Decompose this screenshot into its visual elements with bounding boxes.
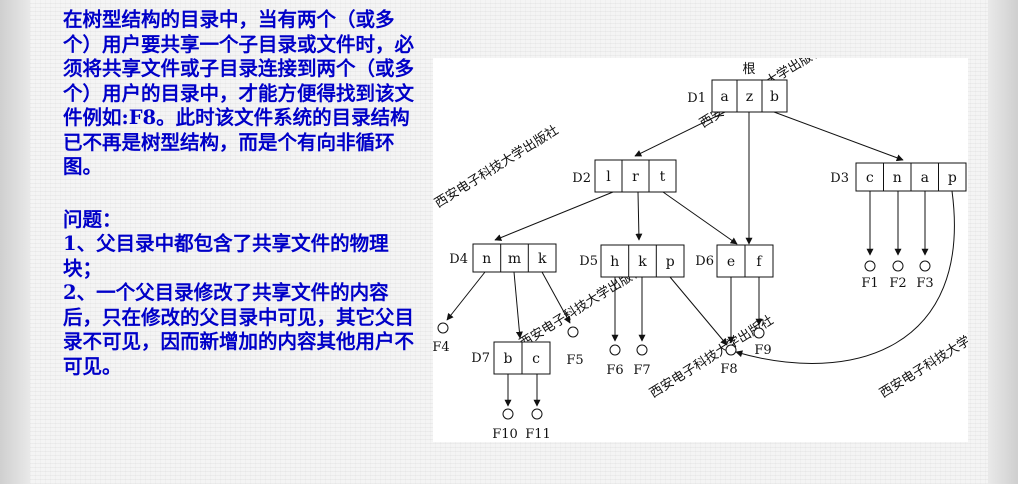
directory-d7: D7 b c [471,341,551,375]
directory-d1: D1 a z b [687,79,788,113]
file-label-f1: F1 [861,276,878,291]
directory-cell: m [508,251,521,267]
file-label-f3: F3 [916,276,933,291]
file-node-f7 [636,344,648,356]
edge-d1-d3 [773,111,904,162]
directory-cell: l [606,169,611,185]
directory-d2: D2 l r t [572,159,677,193]
edges [446,111,955,407]
edge-d3-f8 [735,190,955,364]
edge-d2-d6 [662,191,738,245]
edge-d1-d2 [634,111,726,157]
directory-d3: D3 c n a p [830,162,967,192]
directory-cell: n [482,251,491,267]
file-label-f5: F5 [566,353,583,368]
directory-cell: k [538,251,547,267]
directory-cell: c [866,170,874,186]
file-label-f4: F4 [433,340,450,355]
file-node-f8 [725,344,737,356]
directory-cell: p [948,170,957,186]
directory-d6: D6 e f [695,244,774,278]
directory-graph: 西安电子科技大学出版社 西安电子科技大学出版社 西安电子科技大学出版社 西安电子… [433,58,968,442]
directory-cell: f [756,254,763,270]
right-frame [988,0,1018,484]
file-node-f11 [531,408,543,420]
directory-cell: e [727,254,735,270]
file-node-f10 [502,408,514,420]
root-label: 根 [742,62,755,77]
directory-name: D3 [830,171,849,186]
directory-cell: b [504,351,513,367]
directory-cell: c [532,351,540,367]
directory-cell: p [666,254,675,270]
file-node-f6 [609,344,621,356]
directory-d4: D4 n m k [449,243,557,273]
edge-d4-d7 [513,271,523,339]
directory-cell: r [632,169,639,185]
file-label-f2: F2 [889,276,906,291]
file-label-f10: F10 [492,427,518,442]
directory-cell: k [638,254,647,270]
edge-d5-f8 [669,276,728,346]
intro-paragraph: 在树型结构的目录中，当有两个（或多个）用户要共享一个子目录或文件时，必须将共享文… [63,8,415,178]
file-node-f2 [892,260,904,272]
question-2: 2、一个父目录修改了共享文件的内容后，只在修改的父目录中可见，其它父目录不可见，… [63,281,415,378]
file-label-f6: F6 [606,363,623,378]
file-label-f7: F7 [633,363,650,378]
directory-name: D1 [687,91,706,106]
watermark-5: 西安电子科技大学出版社 [877,312,968,401]
directory-cell: a [921,170,929,186]
file-label-f8: F8 [720,362,737,377]
directory-name: D6 [695,254,714,269]
edge-d2-d5 [635,191,643,241]
edge-d4-f5 [541,271,571,324]
directory-cell: b [770,89,779,105]
directory-cell: t [660,169,666,185]
question-1: 1、父目录中都包含了共享文件的物理块； [63,232,389,280]
directory-graph-figure: 西安电子科技大学出版社 西安电子科技大学出版社 西安电子科技大学出版社 西安电子… [433,58,968,442]
directory-d5: D5 h k p [579,244,685,278]
watermark-1: 西安电子科技大学出版社 [433,122,561,211]
directory-cell: n [893,170,902,186]
file-node-f9 [753,327,765,339]
directory-cell: h [610,254,619,270]
directory-name: D2 [572,171,591,186]
directory-cell: z [746,89,753,105]
file-nodes [437,260,931,420]
edge-d4-f4 [446,271,486,321]
directory-name: D5 [579,254,598,269]
directory-name: D7 [471,351,490,366]
file-label-f9: F9 [754,343,771,358]
file-label-f11: F11 [525,427,551,442]
file-node-f3 [919,260,931,272]
file-node-f1 [864,260,876,272]
edge-d2-d4 [494,191,614,241]
left-frame [0,0,30,484]
slide-text: 在树型结构的目录中，当有两个（或多个）用户要共享一个子目录或文件时，必须将共享文… [63,8,423,379]
directory-name: D4 [449,252,468,267]
file-node-f4 [437,322,449,334]
question-title: 问题： [63,207,122,231]
directory-cell: a [720,89,728,105]
file-node-f5 [567,326,579,338]
